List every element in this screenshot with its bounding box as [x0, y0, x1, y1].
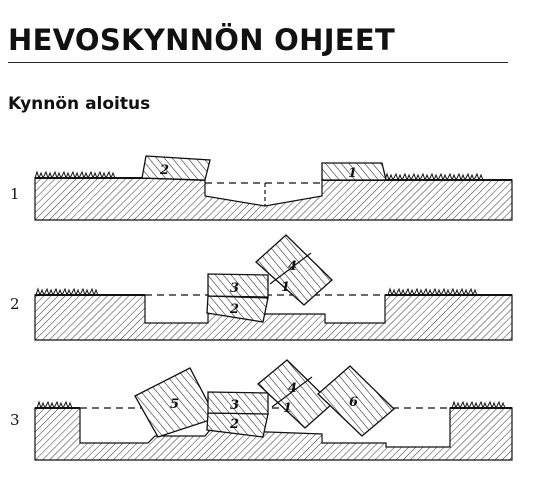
step-number: 3 [10, 411, 20, 429]
slice-label: 6 [349, 395, 358, 410]
step-2-diagram: 2 2 3 4 1 [10, 234, 513, 341]
section-heading: Kynnön aloitus [8, 94, 151, 114]
page-title: HEVOSKYNNÖN OHJEET [8, 23, 396, 57]
furrow-slice [321, 162, 387, 181]
step-3-diagram: 3 5 2 3 4 1 6 [10, 359, 513, 461]
slice-label: 2 [229, 417, 239, 432]
slice-label: 5 [170, 397, 179, 412]
step-number: 2 [10, 295, 20, 313]
slice-label: 2 [159, 163, 169, 178]
step-1-diagram: 1 2 1 [10, 155, 513, 221]
furrow-slice [317, 365, 395, 437]
soil-profile [34, 294, 513, 341]
soil-profile [34, 177, 513, 221]
furrow-slice [207, 391, 269, 415]
slice-label: 4 [288, 381, 297, 396]
slice-label: 1 [348, 166, 357, 181]
slice-label: 1 [283, 401, 292, 416]
title-divider [8, 62, 508, 63]
slice-label: 3 [230, 398, 239, 413]
plowing-diagram: 1 2 1 2 2 3 4 1 3 5 [10, 155, 513, 461]
furrow-slice [141, 155, 211, 181]
slice-label: 2 [229, 302, 239, 317]
slice-label: 1 [281, 280, 290, 295]
step-number: 1 [10, 185, 20, 203]
slice-label: 4 [288, 259, 297, 274]
soil-profile [34, 407, 513, 461]
furrow-slice [255, 234, 333, 306]
slice-label: 3 [230, 281, 239, 296]
furrow-slice [206, 295, 269, 323]
furrow-slice [207, 273, 269, 298]
